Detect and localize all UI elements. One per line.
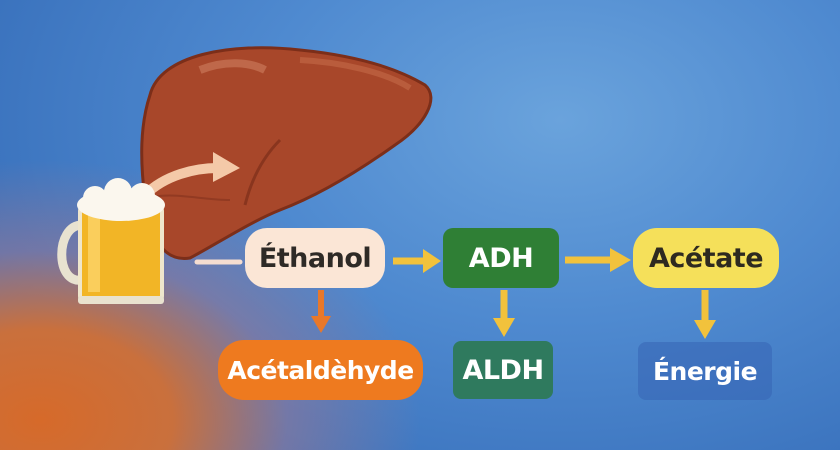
node-adh: ADH: [443, 228, 559, 288]
arrow-acetate-energie: [694, 290, 716, 339]
node-energie: Énergie: [638, 342, 772, 400]
node-acetate: Acétate: [633, 228, 779, 288]
arrow-adh-acetate: [565, 248, 631, 272]
arrow-ethanol-adh: [393, 249, 441, 273]
node-acetaldehyde: Acétaldèhyde: [218, 340, 423, 400]
arrow-adh-aldh: [493, 290, 515, 337]
beer-mug-icon: [57, 178, 165, 304]
liver-illustration: [140, 46, 433, 260]
node-ethanol: Éthanol: [245, 228, 385, 288]
arrow-ethanol-acetaldehyde: [311, 290, 331, 333]
node-aldh: ALDH: [453, 341, 553, 399]
